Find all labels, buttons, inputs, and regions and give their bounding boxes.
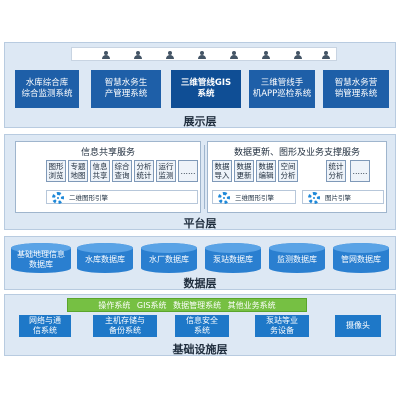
engine-2d-label: 二维图形引擎 [69,194,108,202]
data-update-panel: 数据更新、图形及业务支撑服务 数据 导入 数据 更新 数据 编辑 空间 分析 统… [207,141,387,213]
panel-divider [204,145,205,209]
service-info-sharing[interactable]: 信息 共享 [90,160,110,182]
gear-icon [218,192,230,204]
db-label: 基础地理信息 数据库 [17,250,65,269]
gear-icon [52,192,64,204]
db-reservoir[interactable]: 水库数据库 [77,243,133,273]
app-mobile-inspection[interactable]: 三维管线手 机APP巡检系统 [249,70,315,108]
db-label: 管网数据库 [341,255,381,264]
service-data-import[interactable]: 数据 导入 [212,160,232,182]
platform-layer-title: 平台层 [183,217,217,230]
db-pump-station[interactable]: 泵站数据库 [205,243,261,273]
data-layer: 基础地理信息 数据库 水库数据库 水厂数据库 泵站数据库 监测数据库 管网数据库… [4,236,396,290]
db-label: 泵站数据库 [213,255,253,264]
user-icon [102,51,110,60]
user-icon [322,51,330,60]
engine-2d-graphics: 二维图形引擎 [46,190,198,204]
database-icon [77,243,133,273]
database-icon [141,243,197,273]
platform-layer: 信息共享服务 图形 浏览 专题 地图 信息 共享 综合 查询 分析 统计 运行 … [4,134,396,230]
service-operation-monitoring[interactable]: 运行 监测 [156,160,176,182]
service-analysis-statistics[interactable]: 分析 统计 [134,160,154,182]
service-spatial-analysis[interactable]: 空间 分析 [278,160,298,182]
display-layer: 水库综合库 综合监测系统 智慧水务生 产管理系统 三维管线GIS 系统 三维管线… [4,42,396,128]
service-more[interactable]: …… [178,160,198,182]
data-update-title: 数据更新、图形及业务支撑服务 [233,148,360,158]
service-data-edit[interactable]: 数据 编辑 [256,160,276,182]
user-icon [262,51,270,60]
user-icon [198,51,206,60]
service-thematic-map[interactable]: 专题 地图 [68,160,88,182]
service-graphic-browse[interactable]: 图形 浏览 [46,160,66,182]
service-comprehensive-query[interactable]: 综合 查询 [112,160,132,182]
service-statistical-analysis[interactable]: 统计 分析 [326,160,346,182]
db-water-plant[interactable]: 水厂数据库 [141,243,197,273]
engine-image: 图片引擎 [302,190,384,204]
display-layer-title: 展示层 [183,115,217,128]
info-sharing-panel: 信息共享服务 图形 浏览 专题 地图 信息 共享 综合 查询 分析 统计 运行 … [15,141,201,213]
db-basic-geographic[interactable]: 基础地理信息 数据库 [11,243,71,273]
service-more-update[interactable]: …… [350,160,370,182]
engine-3d-graphics: 三维图形引擎 [212,190,296,204]
database-icon [333,243,389,273]
db-pipe-network[interactable]: 管网数据库 [333,243,389,273]
systems-bar: 操作系统 GIS系统 数据管理系统 其他业务系统 [67,298,307,312]
user-icon [294,51,302,60]
app-production-management[interactable]: 智慧水务生 产管理系统 [91,70,161,108]
infra-pump-equipment[interactable]: 泵站等业 务设备 [255,315,309,337]
infra-camera[interactable]: 摄像头 [335,315,381,337]
database-icon [11,243,71,273]
infra-host-storage-backup[interactable]: 主机存储与 备份系统 [93,315,157,337]
gear-icon [308,192,320,204]
info-sharing-title: 信息共享服务 [80,148,135,158]
engine-image-label: 图片引擎 [325,194,351,202]
user-bar [71,47,337,61]
db-label: 水库数据库 [85,255,125,264]
db-monitoring[interactable]: 监测数据库 [269,243,325,273]
engine-3d-label: 三维图形引擎 [235,194,274,202]
infrastructure-layer-title: 基础设施层 [172,343,228,356]
user-icon [230,51,238,60]
infrastructure-layer: 操作系统 GIS系统 数据管理系统 其他业务系统 网络与通 信系统 主机存储与 … [4,294,396,356]
service-data-update[interactable]: 数据 更新 [234,160,254,182]
user-icon [166,51,174,60]
infra-information-security[interactable]: 信息安全 系统 [175,315,229,337]
user-icon [134,51,142,60]
infra-network-communication[interactable]: 网络与通 信系统 [19,315,71,337]
db-label: 监测数据库 [277,255,317,264]
database-icon [269,243,325,273]
db-label: 水厂数据库 [149,255,189,264]
database-icon [205,243,261,273]
app-3d-pipeline-gis[interactable]: 三维管线GIS 系统 [171,70,241,108]
app-reservoir-monitoring[interactable]: 水库综合库 综合监测系统 [15,70,79,108]
data-layer-title: 数据层 [183,277,217,290]
app-marketing-management[interactable]: 智慧水务营 销管理系统 [323,70,389,108]
